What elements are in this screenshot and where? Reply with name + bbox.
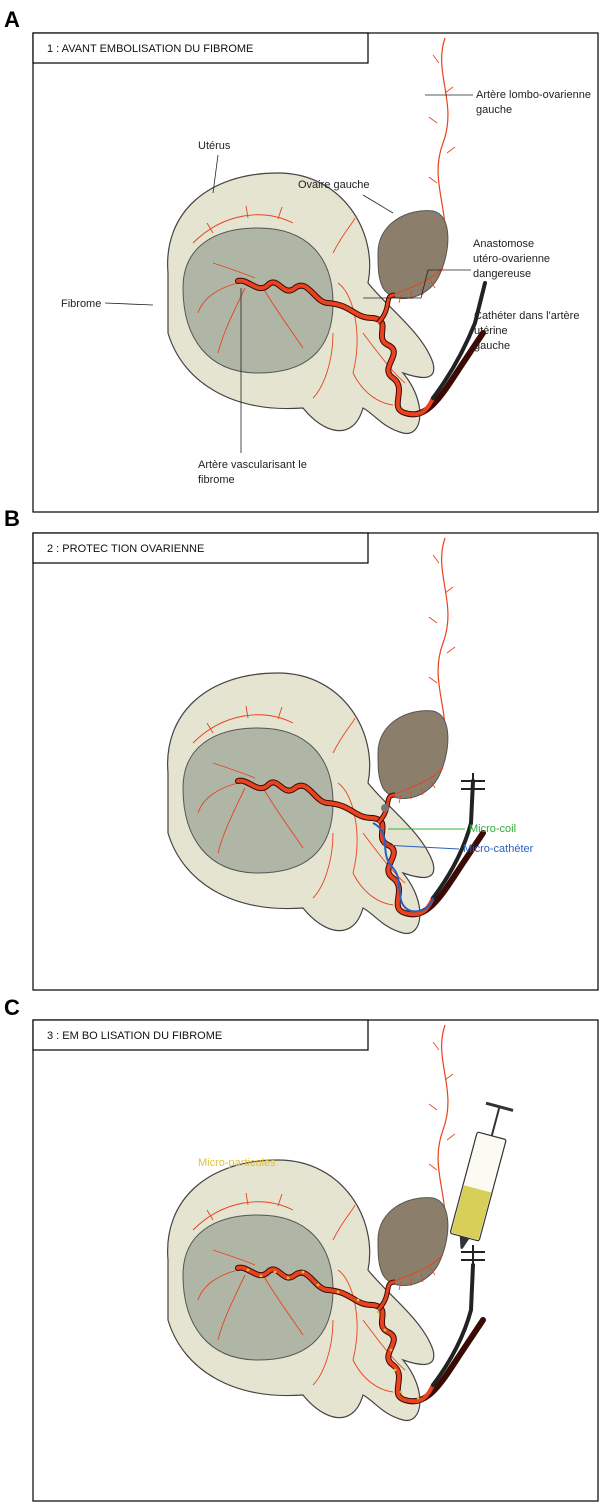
label-cath-1: Cathéter dans l'artère bbox=[474, 310, 579, 322]
label-anast-2: utéro-ovarienne bbox=[473, 253, 550, 265]
label-lombo-1: Artère lombo-ovarienne bbox=[476, 89, 591, 101]
label-anast-3: dangereuse bbox=[473, 268, 531, 280]
label-artery-2: fibrome bbox=[198, 474, 235, 486]
panel-b-coil bbox=[381, 804, 389, 812]
label-cath-3: gauche bbox=[474, 340, 510, 352]
panel-a-letter: A bbox=[4, 7, 20, 32]
label-fibrome: Fibrome bbox=[61, 298, 101, 310]
panel-b-title: 2 : PROTEC TION OVARIENNE bbox=[47, 543, 204, 555]
panel-c-title: 3 : EM BO LISATION DU FIBROME bbox=[47, 1030, 222, 1042]
label-microcath: Micro-cathéter bbox=[463, 843, 534, 855]
label-anast-1: Anastomose bbox=[473, 238, 534, 250]
label-coil: Micro-coil bbox=[469, 823, 516, 835]
panel-c-letter: C bbox=[4, 995, 20, 1020]
panel-c: 3 : EM BO LISATION DU FIBROME Micro-part… bbox=[33, 1020, 598, 1501]
label-ovary: Ovaire gauche bbox=[298, 179, 370, 191]
label-particles: Micro-particules bbox=[198, 1157, 276, 1169]
panel-a: 1 : AVANT EMBOLISATION DU FIBROME Utérus… bbox=[33, 33, 598, 512]
panel-b: 2 : PROTEC TION OVARIENNE Micro-coil Mic… bbox=[33, 533, 598, 990]
panel-b-letter: B bbox=[4, 506, 20, 531]
panel-a-title: 1 : AVANT EMBOLISATION DU FIBROME bbox=[47, 43, 253, 55]
label-artery-1: Artère vascularisant le bbox=[198, 459, 307, 471]
label-cath-2: utérine bbox=[474, 325, 508, 337]
label-uterus: Utérus bbox=[198, 140, 231, 152]
label-lombo-2: gauche bbox=[476, 104, 512, 116]
